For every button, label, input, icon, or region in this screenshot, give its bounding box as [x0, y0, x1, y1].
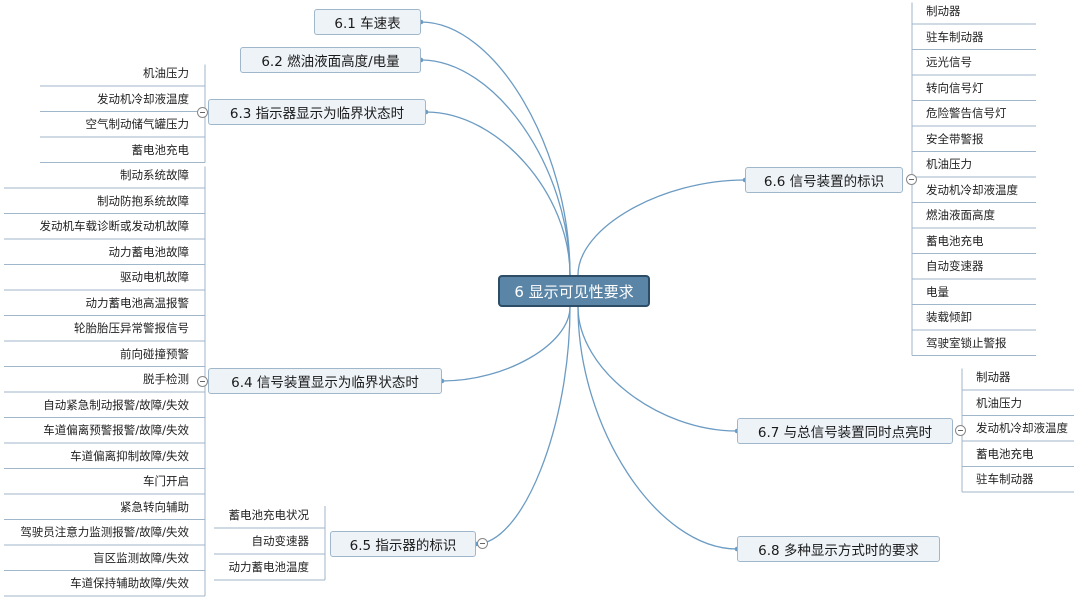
leaf-6-6-item[interactable]: 制动器 — [926, 4, 961, 18]
leaf-6-4-item[interactable]: 驱动电机故障 — [120, 270, 189, 284]
leaf-6-6-item[interactable]: 危险警告信号灯 — [926, 106, 1007, 120]
leaf-6-4-item[interactable]: 驾驶员注意力监测报警/故障/失效 — [20, 525, 189, 539]
leaf-6-3-item[interactable]: 机油压力 — [143, 66, 189, 80]
collapse-6-4-icon[interactable] — [197, 376, 208, 387]
leaf-6-4-item[interactable]: 制动防抱系统故障 — [97, 193, 189, 208]
branch-6-4[interactable]: 6.4 信号装置显示为临界状态时 — [208, 368, 442, 394]
leaf-6-4-item[interactable]: 车道偏离预警报警/故障/失效 — [43, 423, 189, 437]
leaf-6-5-item[interactable]: 动力蓄电池温度 — [228, 560, 310, 574]
leaf-6-4-item[interactable]: 车道偏离抑制故障/失效 — [70, 448, 189, 463]
leaf-6-5-item[interactable]: 蓄电池充电状况 — [228, 508, 310, 522]
branch-6-2[interactable]: 6.2 燃油液面高度/电量 — [240, 47, 421, 73]
leaf-6-3-item[interactable]: 蓄电池充电 — [131, 142, 190, 157]
collapse-6-7-icon[interactable] — [955, 425, 966, 436]
leaf-6-6-item[interactable]: 电量 — [926, 284, 949, 299]
leaf-6-6-item[interactable]: 转向信号灯 — [926, 80, 984, 95]
root-topic[interactable]: 6 显示可见性要求 — [498, 275, 650, 307]
leaf-6-3-item[interactable]: 发动机冷却液温度 — [97, 91, 189, 106]
leaf-6-7-item[interactable]: 机油压力 — [976, 395, 1022, 410]
branch-6-5[interactable]: 6.5 指示器的标识 — [330, 531, 476, 557]
leaf-6-5-item[interactable]: 自动变速器 — [251, 534, 310, 548]
leaf-6-6-item[interactable]: 自动变速器 — [926, 259, 984, 273]
collapse-6-3-icon[interactable] — [197, 107, 208, 118]
leaf-6-4-item[interactable]: 动力蓄电池高温报警 — [85, 295, 190, 310]
leaf-6-6-item[interactable]: 安全带警报 — [926, 131, 984, 146]
leaf-6-3-item[interactable]: 空气制动储气罐压力 — [85, 117, 190, 131]
leaf-6-6-item[interactable]: 远光信号 — [926, 55, 972, 69]
leaf-6-4-item[interactable]: 盲区监测故障/失效 — [93, 550, 189, 565]
leaf-6-7-item[interactable]: 驻车制动器 — [976, 472, 1034, 486]
leaf-6-4-item[interactable]: 动力蓄电池故障 — [108, 244, 190, 259]
leaf-6-4-item[interactable]: 前向碰撞预警 — [120, 346, 189, 361]
collapse-6-6-icon[interactable] — [906, 174, 917, 185]
leaf-6-6-item[interactable]: 发动机冷却液温度 — [926, 182, 1018, 197]
leaf-6-4-item[interactable]: 轮胎胎压异常警报信号 — [74, 321, 189, 335]
leaf-6-6-item[interactable]: 驻车制动器 — [926, 29, 984, 44]
branch-6-7[interactable]: 6.7 与总信号装置同时点亮时 — [737, 418, 953, 444]
leaf-6-7-item[interactable]: 制动器 — [976, 370, 1011, 384]
leaf-6-4-item[interactable]: 紧急转向辅助 — [120, 499, 189, 514]
leaf-6-4-item[interactable]: 制动系统故障 — [120, 168, 189, 182]
leaf-6-6-item[interactable]: 装载倾卸 — [926, 310, 972, 324]
leaf-6-6-item[interactable]: 驾驶室锁止警报 — [926, 335, 1007, 350]
branch-6-8[interactable]: 6.8 多种显示方式时的要求 — [737, 536, 940, 562]
collapse-6-5-icon[interactable] — [477, 538, 488, 549]
leaf-6-4-item[interactable]: 车道保持辅助故障/失效 — [70, 576, 189, 590]
branch-6-1[interactable]: 6.1 车速表 — [314, 9, 421, 35]
leaf-6-6-item[interactable]: 机油压力 — [926, 157, 972, 171]
leaf-6-4-item[interactable]: 车门开启 — [143, 474, 189, 488]
branch-6-3[interactable]: 6.3 指示器显示为临界状态时 — [208, 99, 426, 125]
leaf-6-7-item[interactable]: 发动机冷却液温度 — [976, 421, 1068, 435]
leaf-6-7-item[interactable]: 蓄电池充电 — [976, 446, 1034, 461]
leaf-6-4-item[interactable]: 发动机车载诊断或发动机故障 — [39, 219, 190, 233]
leaf-6-4-item[interactable]: 脱手检测 — [143, 372, 189, 386]
leaf-6-6-item[interactable]: 蓄电池充电 — [926, 233, 984, 248]
leaf-6-6-item[interactable]: 燃油液面高度 — [926, 208, 995, 222]
leaf-6-4-item[interactable]: 自动紧急制动报警/故障/失效 — [43, 397, 189, 412]
branch-6-6[interactable]: 6.6 信号装置的标识 — [745, 167, 903, 193]
